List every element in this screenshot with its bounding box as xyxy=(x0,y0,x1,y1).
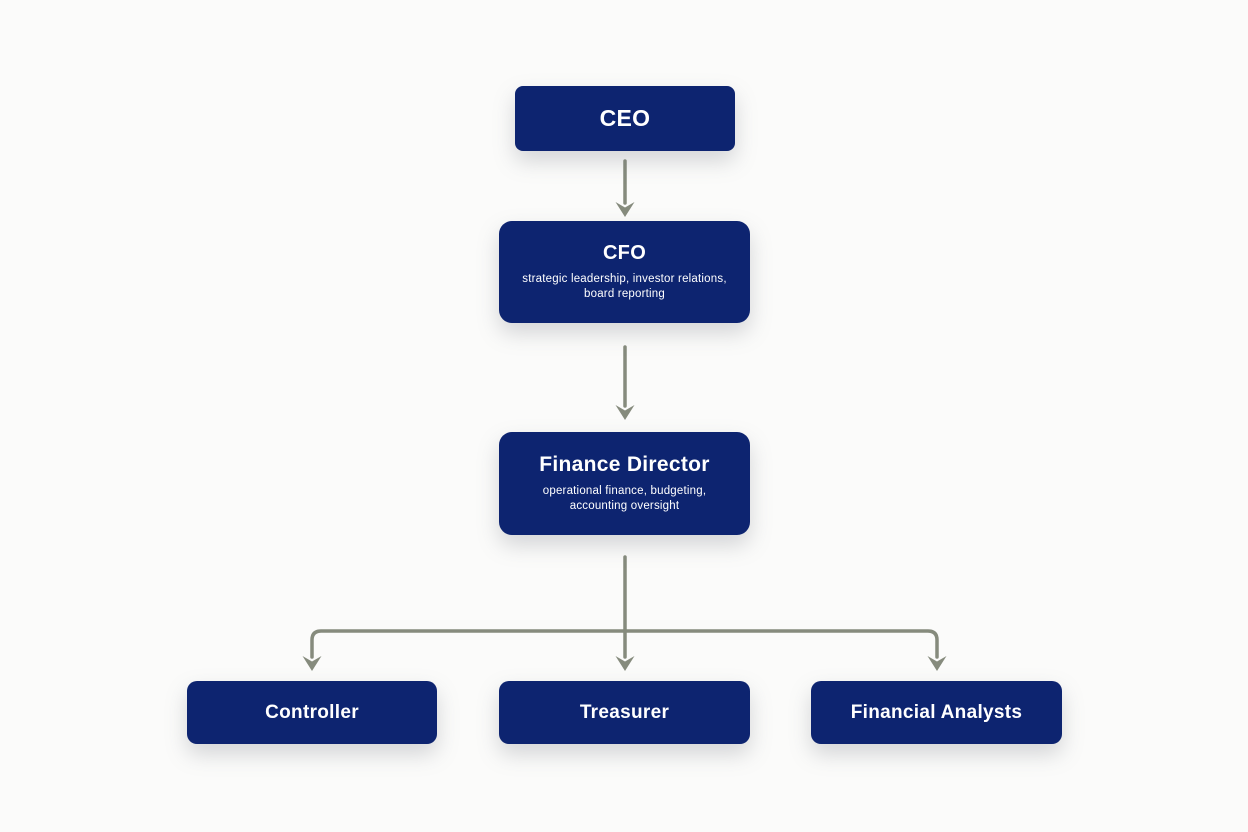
node-finance-director-subtitle-line2: accounting oversight xyxy=(569,500,680,512)
cfo-to-finance-director-arrow xyxy=(615,345,635,420)
node-financial-analysts-title: Financial Analysts xyxy=(850,701,1023,723)
node-finance-director-title: Finance Director xyxy=(539,453,710,476)
ceo-to-cfo-arrow xyxy=(615,159,635,217)
node-cfo-subtitle-line2: board reporting xyxy=(584,288,665,300)
node-finance-director-subtitle-line1: operational finance, budgeting, xyxy=(542,485,707,497)
node-controller: Controller xyxy=(187,681,437,744)
node-cfo-title: CFO xyxy=(602,242,647,264)
branch-crossbar xyxy=(302,629,947,671)
node-cfo-subtitle-line1: strategic leadership, investor relations… xyxy=(522,273,727,285)
arrowhead-to-controller xyxy=(302,656,322,671)
node-finance-director-subtitle: operational finance, budgeting, accounti… xyxy=(543,484,707,514)
finance-director-branch-stem xyxy=(615,555,635,671)
node-treasurer: Treasurer xyxy=(499,681,750,744)
node-treasurer-title: Treasurer xyxy=(579,701,670,723)
node-cfo-subtitle: strategic leadership, investor relations… xyxy=(522,272,726,302)
node-ceo-title: CEO xyxy=(599,105,651,131)
node-financial-analysts: Financial Analysts xyxy=(811,681,1062,744)
node-controller-title: Controller xyxy=(265,701,359,723)
node-finance-director: Finance Director operational finance, bu… xyxy=(499,432,750,535)
node-ceo: CEO xyxy=(515,86,735,151)
node-cfo: CFO strategic leadership, investor relat… xyxy=(499,221,750,323)
arrowhead-to-financial-analysts xyxy=(927,656,947,671)
